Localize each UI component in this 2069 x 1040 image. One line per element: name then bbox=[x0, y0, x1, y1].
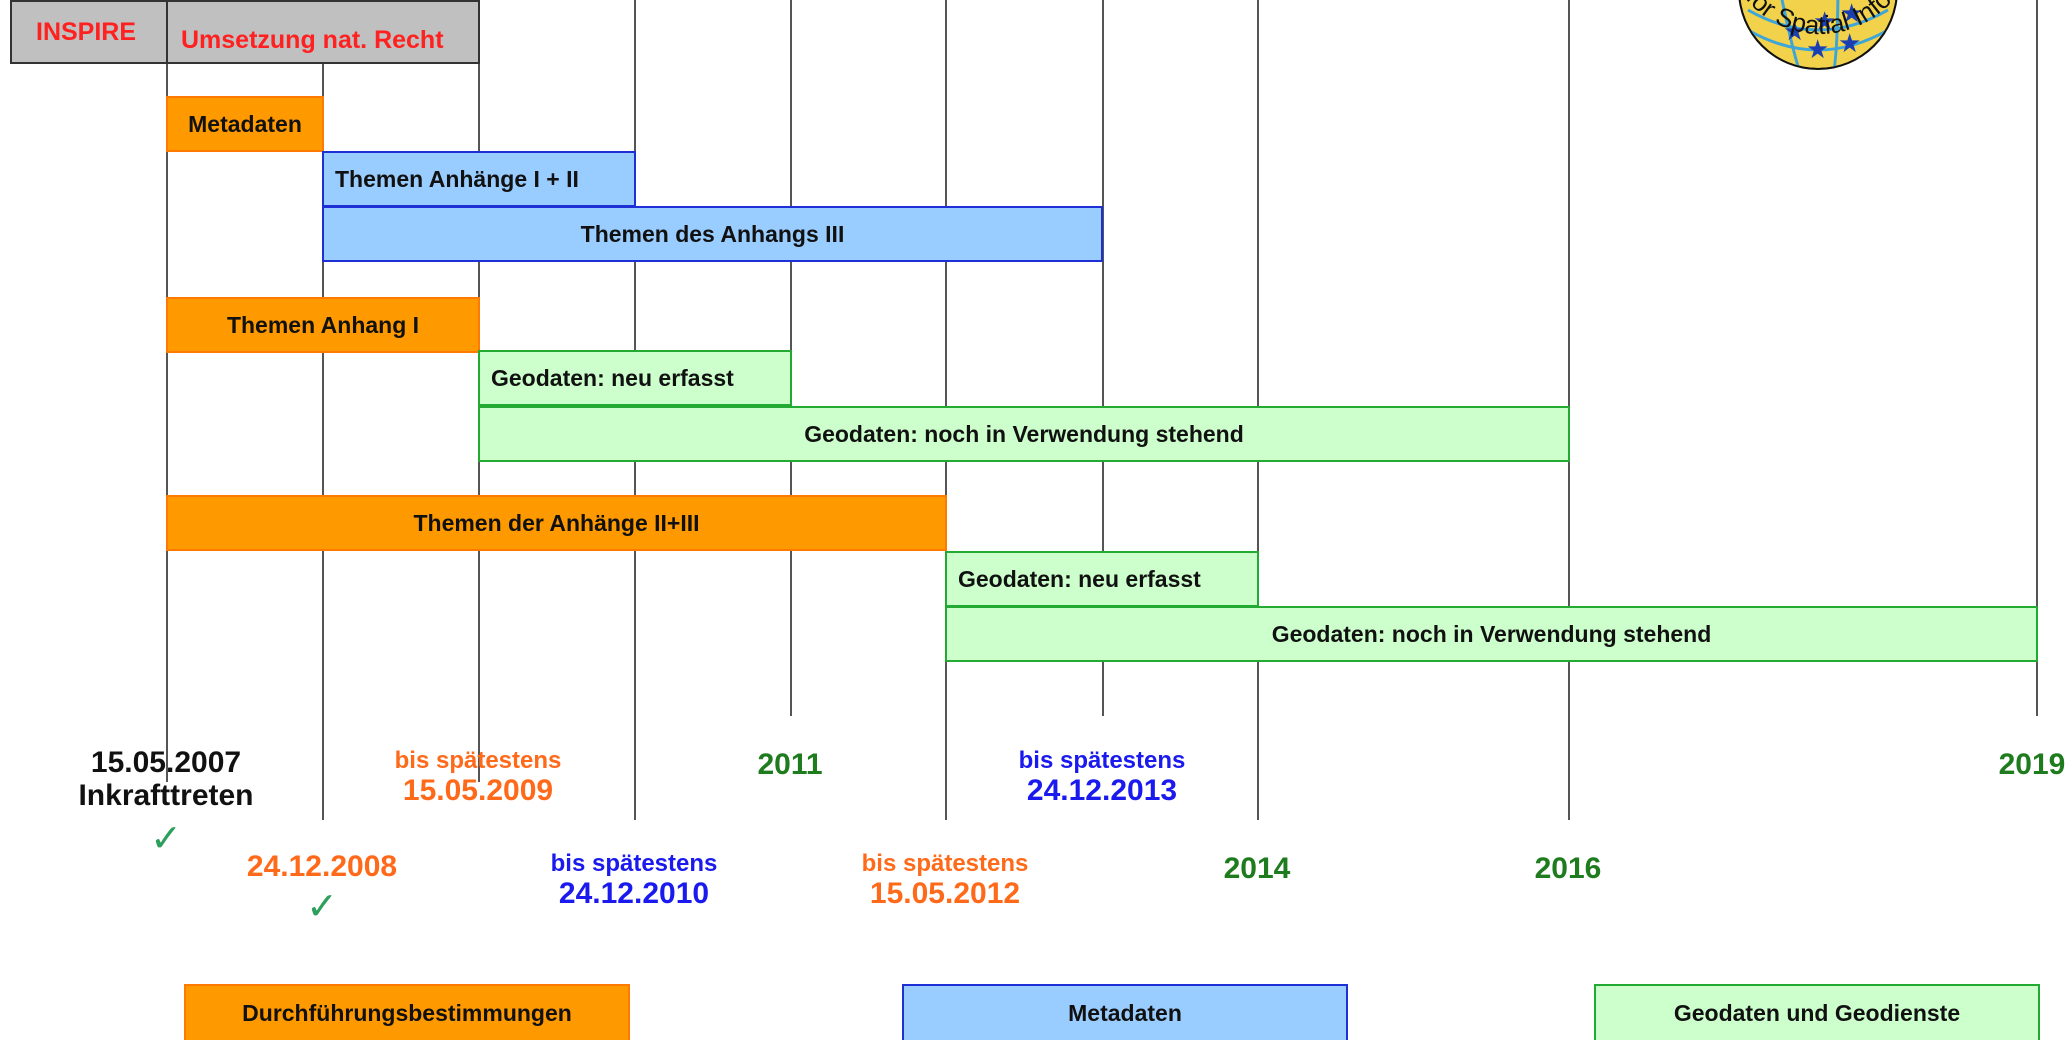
milestone-2014: 2014 bbox=[1224, 852, 1291, 885]
milestone-2007: 15.05.2007 Inkrafttreten bbox=[78, 746, 253, 812]
svg-text:★: ★ bbox=[1783, 17, 1806, 47]
umsetzung-header-label: Umsetzung nat. Recht bbox=[181, 25, 444, 54]
bar-themen-anhang-3: Themen des Anhangs III bbox=[322, 206, 1103, 262]
milestone-2014-year: 2014 bbox=[1223, 852, 1291, 885]
milestone-2011-year: 2011 bbox=[757, 748, 823, 781]
milestone-2008-date: 24.12.2008 bbox=[246, 850, 398, 883]
milestone-2011: 2011 bbox=[757, 748, 822, 781]
legend-blue: Metadaten bbox=[902, 984, 1348, 1040]
check-icon: ✓ bbox=[306, 886, 338, 928]
timeline-line-2019 bbox=[2036, 0, 2038, 716]
svg-text:★: ★ bbox=[1840, 0, 1863, 29]
milestone-2012-date: 15.05.2012 bbox=[869, 877, 1021, 911]
milestone-2010: bis spätestens 24.12.2010 bbox=[550, 850, 718, 911]
milestone-2013-prefix: bis spätestens bbox=[1018, 747, 1186, 774]
milestone-2012-prefix: bis spätestens bbox=[861, 850, 1029, 877]
timeline-line-2013 bbox=[1102, 0, 1104, 716]
svg-text:★: ★ bbox=[1806, 35, 1829, 65]
timeline-line-2008 bbox=[322, 0, 324, 820]
bar-themen-anhang-1: Themen Anhang I bbox=[166, 297, 480, 353]
bar-themen-anhaenge-2-3: Themen der Anhänge II+III bbox=[166, 495, 947, 551]
milestone-2010-date: 24.12.2010 bbox=[558, 877, 710, 911]
bar-geodaten-neu-1: Geodaten: neu erfasst bbox=[478, 350, 792, 406]
bar-themen-anhang-1-label: Themen Anhang I bbox=[226, 311, 420, 338]
bar-metadaten-label: Metadaten bbox=[188, 110, 302, 137]
milestone-2013: bis spätestens 24.12.2013 bbox=[1018, 747, 1186, 808]
svg-text:★: ★ bbox=[1838, 29, 1861, 59]
bar-geodaten-verwendung-1-label: Geodaten: noch in Verwendung stehend bbox=[804, 420, 1244, 447]
milestone-2019-year: 2019 bbox=[1998, 748, 2066, 781]
milestone-2016: 2016 bbox=[1535, 852, 1602, 885]
check-icon: ✓ bbox=[150, 818, 182, 860]
umsetzung-header-box: Umsetzung nat. Recht bbox=[166, 0, 480, 64]
bar-geodaten-verwendung-1: Geodaten: noch in Verwendung stehend bbox=[478, 406, 1570, 462]
legend-green-label: Geodaten und Geodienste bbox=[1673, 999, 1961, 1026]
svg-text:★: ★ bbox=[1813, 7, 1836, 37]
inspire-header-box: INSPIRE bbox=[10, 0, 168, 64]
milestone-2012: bis spätestens 15.05.2012 bbox=[861, 850, 1029, 911]
legend-green: Geodaten und Geodienste bbox=[1594, 984, 2040, 1040]
milestone-2008: 24.12.2008 bbox=[247, 850, 397, 883]
bar-geodaten-neu-1-label: Geodaten: neu erfasst bbox=[491, 364, 734, 391]
milestone-2009-prefix: bis spätestens bbox=[394, 747, 562, 774]
inspire-logo-icon: ★ ★ ★ ★ ★ cture for Spatial Information … bbox=[1688, 0, 1952, 122]
bar-geodaten-neu-2: Geodaten: neu erfasst bbox=[945, 551, 1259, 607]
bar-themen-anhaenge-1-2-label: Themen Anhänge I + II bbox=[335, 165, 579, 192]
bar-geodaten-verwendung-2-label: Geodaten: noch in Verwendung stehend bbox=[1271, 620, 1712, 647]
milestone-2009-date: 15.05.2009 bbox=[402, 774, 554, 808]
bar-themen-anhang-3-label: Themen des Anhangs III bbox=[580, 220, 845, 247]
milestone-2007-label: Inkrafttreten bbox=[78, 779, 254, 812]
timeline-line-2007 bbox=[166, 44, 168, 782]
bar-geodaten-neu-2-label: Geodaten: neu erfasst bbox=[958, 565, 1201, 592]
bar-themen-anhaenge-2-3-label: Themen der Anhänge II+III bbox=[413, 509, 700, 536]
logo-globe: ★ ★ ★ ★ ★ bbox=[1740, 0, 1896, 68]
bar-geodaten-verwendung-2: Geodaten: noch in Verwendung stehend bbox=[945, 606, 2038, 662]
inspire-header-label: INSPIRE bbox=[36, 17, 137, 46]
inspire-logo-graphic: ★ ★ ★ ★ ★ cture for Spatial Information … bbox=[1688, 0, 1940, 112]
legend-orange: Durchführungsbestimmungen bbox=[184, 984, 630, 1040]
legend-orange-label: Durchführungsbestimmungen bbox=[242, 999, 572, 1026]
milestone-2009: bis spätestens 15.05.2009 bbox=[394, 747, 562, 808]
bar-metadaten: Metadaten bbox=[166, 96, 324, 152]
milestone-2016-year: 2016 bbox=[1534, 852, 1602, 885]
milestone-2019: 2019 bbox=[1999, 748, 2066, 781]
bar-themen-anhaenge-1-2: Themen Anhänge I + II bbox=[322, 151, 636, 207]
milestone-2010-prefix: bis spätestens bbox=[550, 850, 718, 877]
milestone-2007-date: 15.05.2007 bbox=[90, 746, 242, 779]
milestone-2013-date: 24.12.2013 bbox=[1026, 774, 1178, 808]
legend-blue-label: Metadaten bbox=[1068, 999, 1182, 1026]
